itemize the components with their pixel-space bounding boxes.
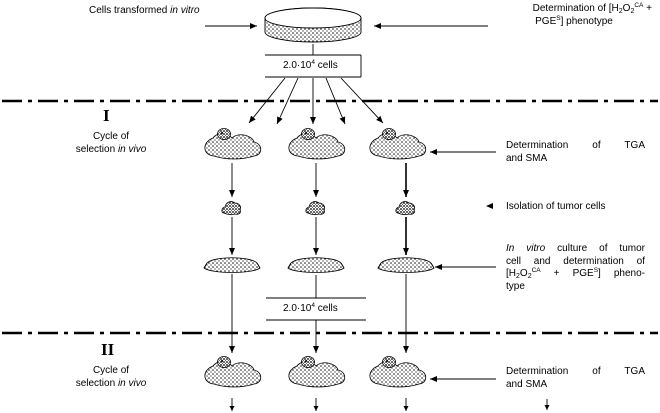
cells-transformed-label: Cells transformed in vitro	[89, 5, 200, 16]
cells-count-middle: 2.0·104 cells	[283, 302, 338, 314]
mouse-icon	[204, 356, 262, 388]
cells-count-top: 2.0·104 cells	[283, 59, 338, 71]
phenotype-label: Determination of [H2O2CA + PGES] phenoty…	[532, 2, 652, 27]
mouse-icon	[288, 128, 346, 160]
isolation-label: Isolation of tumor cells	[506, 201, 606, 212]
arrowhead-isolation	[486, 203, 493, 209]
cycle-numeral-2: II	[101, 340, 115, 359]
tga-sma-label-2: Determination of TGA and SMA	[506, 366, 645, 390]
cycle-numeral-1: I	[103, 106, 110, 125]
mouse-icon	[204, 128, 262, 160]
mouse-icon	[288, 356, 346, 388]
tumor-to-dish-arrows	[229, 217, 409, 255]
mouse-icon	[369, 128, 427, 160]
cells-bracket-top	[265, 44, 362, 78]
top-culture-dish	[264, 7, 362, 43]
cycle-label-1: Cycle of selection in vivo	[75, 131, 147, 155]
mouse-icon	[369, 356, 427, 388]
tumor-icon	[221, 201, 242, 216]
culture-dish-icon	[203, 257, 261, 273]
continuation-arrows	[229, 398, 550, 411]
culture-label: In vitro culture of tumor cell and deter…	[506, 243, 645, 292]
tumor-icon	[395, 201, 416, 216]
tga-sma-label-1: Determination of TGA and SMA	[506, 140, 645, 164]
tumor-icon	[305, 201, 326, 216]
cycle-label-2: Cycle of selection in vivo	[75, 365, 147, 389]
mouse-to-tumor-arrows	[229, 163, 409, 197]
culture-dish-icon	[287, 257, 345, 273]
culture-dish-icon	[377, 257, 435, 273]
dish-to-mouse-arrows	[229, 274, 409, 353]
